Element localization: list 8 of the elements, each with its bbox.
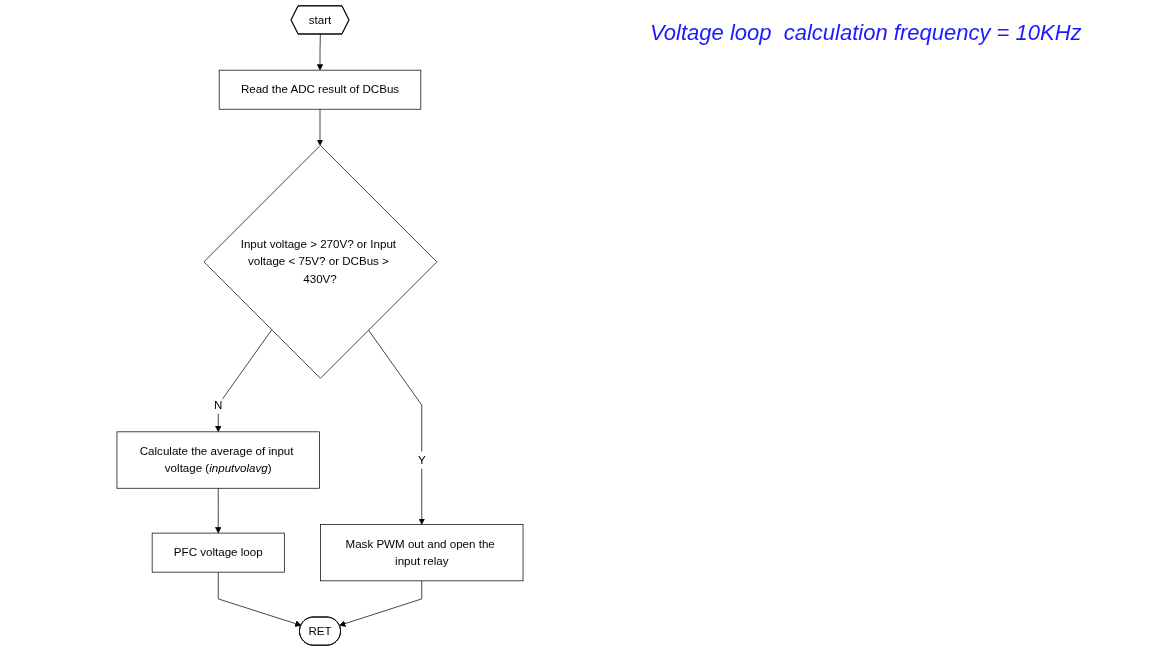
node-diamond: Input voltage > 270V? or Input voltage < 75V? or DCBus > 430V? [203, 145, 438, 379]
node-box: PFC voltage loop [151, 532, 285, 573]
edge-label: Y [417, 453, 426, 466]
edge-label: N [214, 398, 223, 411]
node-box: Calculate the average of input voltage (inputvolavg) [116, 431, 320, 489]
node-box: Mask PWM out and open the input relay [320, 524, 524, 582]
note-text: Voltage loop calculation frequency = 10KHz [650, 20, 1083, 46]
node-box: Read the ADC result of DCBus [218, 69, 422, 110]
